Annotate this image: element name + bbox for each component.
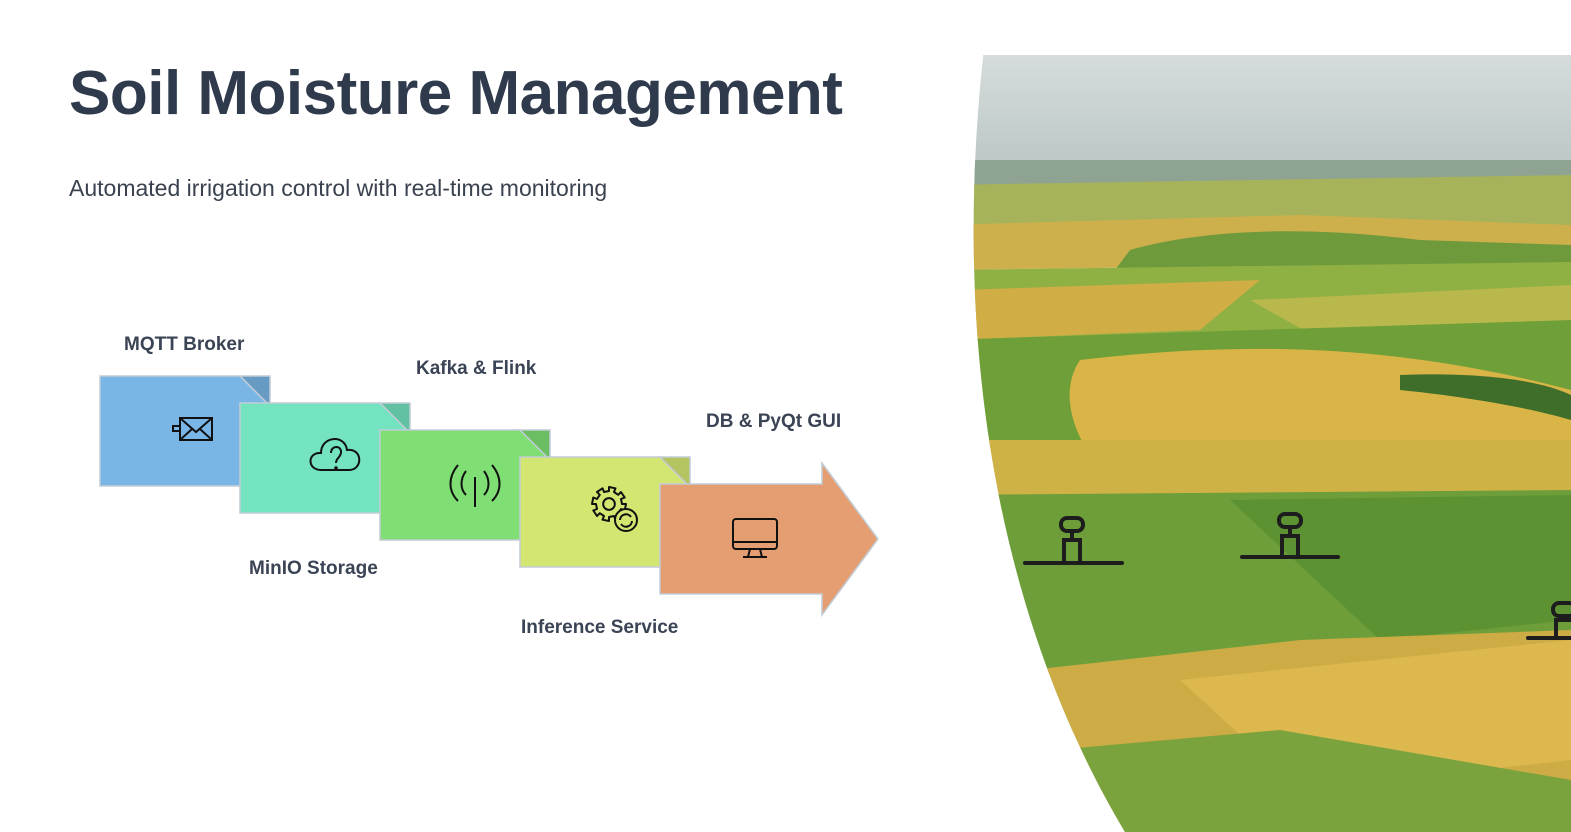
sprinkler-icon — [1023, 516, 1124, 565]
envelope-icon — [172, 417, 213, 441]
sprinkler-icon — [1526, 601, 1571, 640]
pipeline-step-mqtt — [99, 375, 271, 487]
step-label-minio: MinIO Storage — [249, 558, 378, 579]
step-label-inference: Inference Service — [521, 617, 679, 638]
monitor-icon — [732, 518, 778, 558]
sprinkler-icon — [1240, 512, 1340, 559]
step-label-kafka: Kafka & Flink — [416, 358, 537, 379]
gears-icon — [591, 486, 638, 532]
page-title: Soil Moisture Management — [69, 59, 843, 128]
cloud-question-icon — [309, 438, 361, 471]
pipeline-step-minio — [239, 402, 411, 514]
pipeline-step-db — [659, 460, 879, 618]
step-label-mqtt: MQTT Broker — [124, 334, 245, 355]
antenna-icon — [449, 464, 501, 507]
pipeline-step-inference — [519, 456, 691, 568]
step-label-db: DB & PyQt GUI — [706, 411, 842, 432]
page-subtitle: Automated irrigation control with real-t… — [69, 175, 608, 201]
